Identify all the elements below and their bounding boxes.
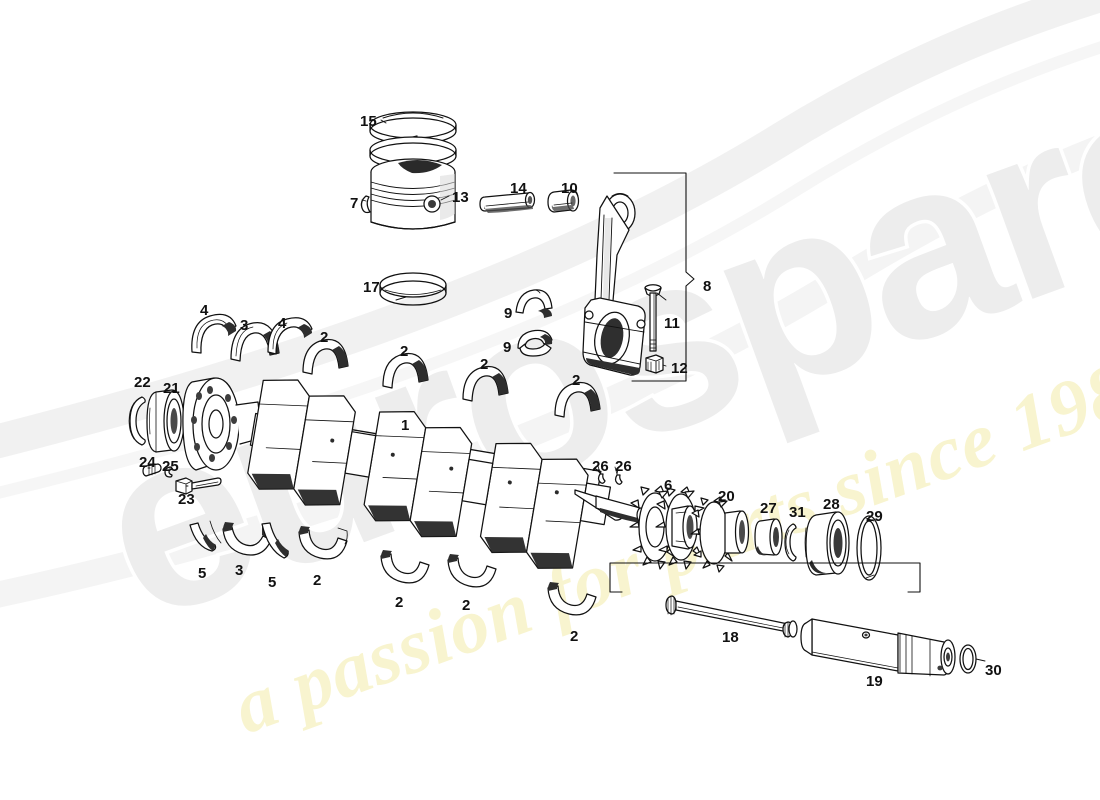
part-17-oil-scraper-ring bbox=[379, 272, 447, 306]
part-4-thrust-washer-b bbox=[267, 317, 313, 355]
callout-17: 17 bbox=[363, 279, 380, 296]
callout-27: 27 bbox=[760, 500, 777, 517]
callout-21: 21 bbox=[163, 380, 180, 397]
part-4-thrust-washer-a bbox=[191, 313, 237, 354]
callout-18: 18 bbox=[722, 629, 739, 646]
callout-31: 31 bbox=[789, 504, 806, 521]
callout-9: 9 bbox=[503, 339, 512, 356]
part-18-oil-pump-drive-rod bbox=[665, 595, 798, 638]
part-8-connecting-rod bbox=[582, 193, 646, 376]
part-2-lower-shell-a bbox=[298, 526, 348, 560]
callout-1: 1 bbox=[401, 417, 410, 434]
part-10-small-end-bush bbox=[547, 189, 580, 213]
callout-22: 22 bbox=[134, 374, 151, 391]
callout-14: 14 bbox=[510, 180, 527, 197]
part-2-main-bearing-shell-d bbox=[554, 381, 601, 418]
part-7-piston-pin-circlip bbox=[360, 195, 371, 214]
callout-29: 29 bbox=[866, 508, 883, 525]
callout-2: 2 bbox=[395, 594, 404, 611]
callout-13: 13 bbox=[452, 189, 469, 206]
part-13-piston bbox=[370, 158, 456, 230]
part-2-main-bearing-shell-c bbox=[462, 365, 509, 402]
callout-11: 11 bbox=[664, 315, 680, 332]
callout-2: 2 bbox=[480, 356, 489, 373]
part-31-circlip bbox=[784, 523, 797, 562]
callout-5: 5 bbox=[268, 574, 277, 591]
callout-15: 15 bbox=[360, 113, 377, 130]
part-1-crankshaft bbox=[247, 379, 612, 569]
callout-2: 2 bbox=[462, 597, 471, 614]
callout-12: 12 bbox=[671, 360, 688, 377]
callout-3: 3 bbox=[235, 562, 244, 579]
part-5-lower-thrust-washer-a bbox=[189, 520, 222, 552]
group-19-bracket bbox=[609, 562, 921, 593]
callout-4: 4 bbox=[278, 315, 287, 332]
callout-23: 23 bbox=[178, 491, 195, 508]
part-12-connecting-rod-nut bbox=[645, 354, 664, 374]
part-22-retaining-circlip bbox=[128, 396, 146, 446]
part-2-lower-shell-b bbox=[380, 550, 430, 584]
part-2-lower-shell-c bbox=[447, 554, 497, 588]
callout-24: 24 bbox=[139, 454, 156, 471]
callout-25: 25 bbox=[162, 458, 179, 475]
crankshaft-rear-flange bbox=[182, 377, 263, 471]
part-15-compression-rings bbox=[369, 111, 457, 170]
callout-10: 10 bbox=[561, 180, 578, 197]
callout-19: 19 bbox=[866, 673, 883, 690]
callout-2: 2 bbox=[570, 628, 579, 645]
group-8-bracket bbox=[613, 172, 695, 382]
callout-2: 2 bbox=[313, 572, 322, 589]
part-2-lower-shell-d bbox=[547, 582, 597, 616]
callout-3: 3 bbox=[240, 317, 249, 334]
callout-20: 20 bbox=[718, 488, 735, 505]
leader-lines bbox=[147, 119, 986, 662]
part-2-main-bearing-shell-b bbox=[382, 352, 429, 389]
callout-2: 2 bbox=[400, 343, 409, 360]
part-2-main-bearing-shell-a bbox=[302, 338, 349, 375]
callout-9: 9 bbox=[504, 305, 513, 322]
part-11-connecting-rod-bolt bbox=[644, 284, 662, 352]
part-28-ball-bearing bbox=[804, 511, 850, 576]
part-14-piston-pin bbox=[479, 191, 536, 213]
part-5-lower-thrust-washer-b bbox=[261, 522, 289, 559]
callout-4: 4 bbox=[200, 302, 209, 319]
callout-8: 8 bbox=[703, 278, 712, 295]
callout-28: 28 bbox=[823, 496, 840, 513]
part-21-pilot-bearing bbox=[146, 389, 185, 453]
callout-26: 26 bbox=[592, 458, 609, 475]
callout-30: 30 bbox=[985, 662, 1002, 679]
part-29-retaining-ring bbox=[856, 515, 882, 581]
part-20-drive-gear bbox=[690, 496, 750, 573]
callout-2: 2 bbox=[320, 329, 329, 346]
part-30-end-ring bbox=[959, 644, 977, 674]
callout-2: 2 bbox=[572, 372, 581, 389]
callout-7: 7 bbox=[350, 195, 359, 212]
callout-6: 6 bbox=[664, 477, 673, 494]
part-24-dowel-pin bbox=[142, 463, 162, 477]
part-6-double-chain-sprocket bbox=[629, 485, 708, 570]
part-19-distributor-drive-shaft bbox=[800, 618, 956, 677]
part-26-woodruff-keys bbox=[597, 465, 623, 485]
callout-26: 26 bbox=[615, 458, 632, 475]
callout-5: 5 bbox=[198, 565, 207, 582]
part-9-bigend-bearing-shells bbox=[515, 289, 553, 357]
part-27-spacer-ring bbox=[754, 518, 783, 556]
